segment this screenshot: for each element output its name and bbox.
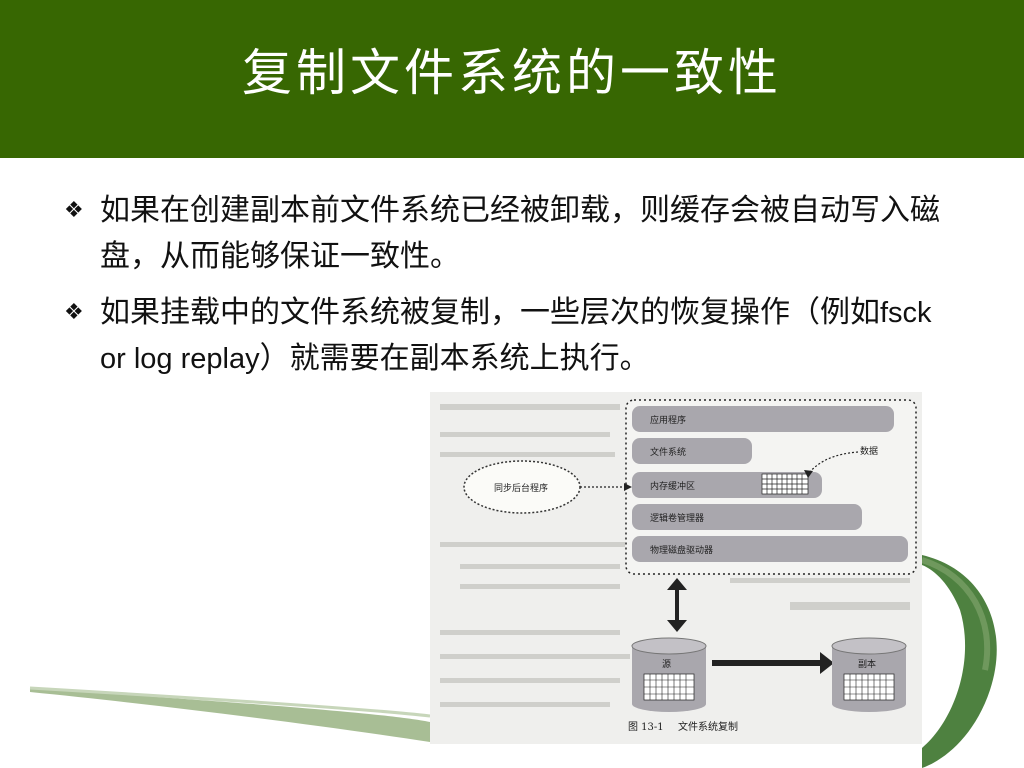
figure-caption-number: 图 13-1 xyxy=(628,721,664,733)
file-system-replication-figure: 应用程序 文件系统 内存缓冲区 逻辑卷管理器 物理磁盘驱动器 数据 同步后台程序 xyxy=(430,392,922,744)
diamond-cluster-icon: ❖ xyxy=(64,300,84,325)
bullet-item-1: ❖ 如果在创建副本前文件系统已经被卸载，则缓存会被自动写入磁盘，从而能够保证一致… xyxy=(64,188,944,280)
bullet-text-part: 如果挂载中的文件系统被复制，一些层次的恢复操作（例如 xyxy=(100,295,880,330)
layer-physical-disk-driver xyxy=(632,536,908,562)
data-grid-icon xyxy=(761,473,809,495)
replica-disk-label: 副本 xyxy=(858,658,876,670)
right-arrow-icon xyxy=(712,652,834,674)
source-disk-label: 源 xyxy=(662,659,671,670)
bullet-item-2: ❖ 如果挂载中的文件系统被复制，一些层次的恢复操作（例如fsck or log … xyxy=(64,290,944,382)
layer-logical-volume xyxy=(632,504,862,530)
layer-label: 物理磁盘驱动器 xyxy=(650,544,713,556)
data-label: 数据 xyxy=(860,445,878,457)
figure-caption-text: 文件系统复制 xyxy=(678,720,738,733)
bullet-text-part: ）就需要在副本系统上执行。 xyxy=(259,341,650,376)
layer-label: 逻辑卷管理器 xyxy=(650,512,704,524)
source-disk xyxy=(631,637,707,712)
bullet-text-latin: fsck or log replay xyxy=(100,297,932,375)
layer-file-system xyxy=(632,438,752,464)
bullet-text: 如果挂载中的文件系统被复制，一些层次的恢复操作（例如fsck or log re… xyxy=(100,290,940,382)
bullet-text: 如果在创建副本前文件系统已经被卸载，则缓存会被自动写入磁盘，从而能够保证一致性。 xyxy=(100,193,940,274)
diamond-cluster-icon: ❖ xyxy=(64,198,84,223)
layer-label: 应用程序 xyxy=(650,414,686,426)
double-arrow-icon xyxy=(667,578,687,632)
layer-application xyxy=(632,406,894,432)
slide-title: 复制文件系统的一致性 xyxy=(242,44,782,102)
layer-label: 文件系统 xyxy=(650,446,686,458)
replica-disk xyxy=(831,637,907,712)
layer-label: 内存缓冲区 xyxy=(650,480,695,492)
title-bar: 复制文件系统的一致性 xyxy=(0,0,1024,158)
bullet-list: ❖ 如果在创建副本前文件系统已经被卸载，则缓存会被自动写入磁盘，从而能够保证一致… xyxy=(64,188,944,392)
sync-process-label: 同步后台程序 xyxy=(494,482,548,494)
